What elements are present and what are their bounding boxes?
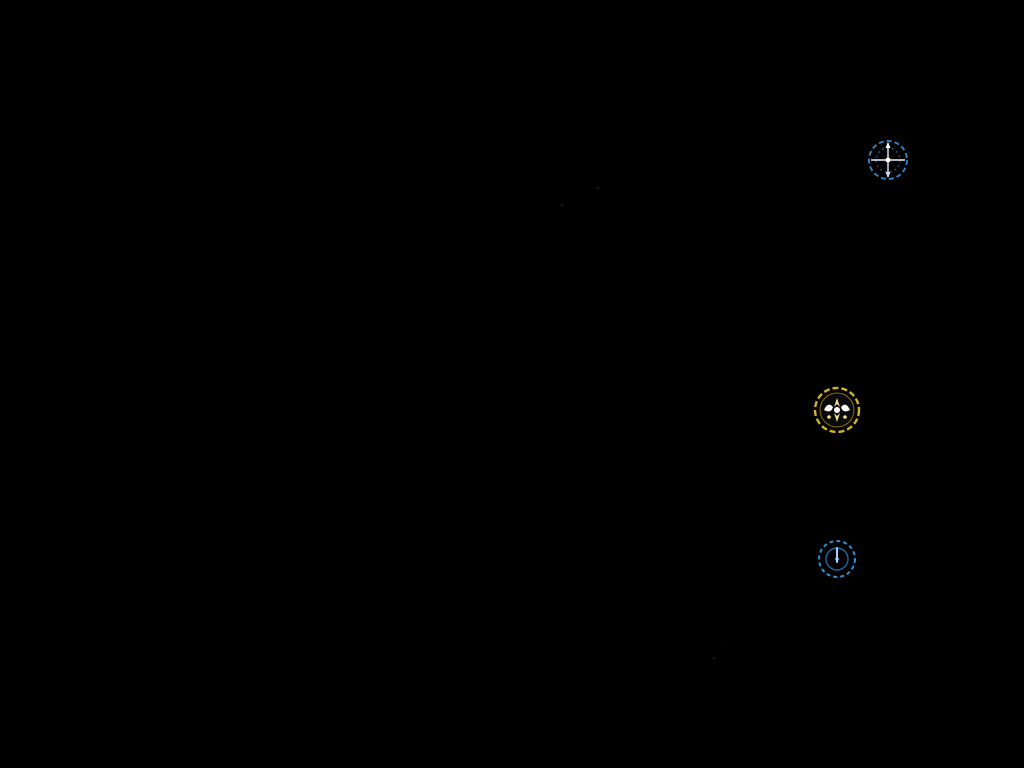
star-speck [713, 657, 715, 659]
star-speck [721, 644, 722, 645]
power-dial-button[interactable] [813, 535, 861, 583]
compass-button[interactable] [864, 136, 912, 184]
star-speck [597, 187, 599, 189]
gold-emblem-icon [813, 386, 861, 434]
star-speck [561, 204, 563, 206]
compass-crosshair-icon [868, 140, 908, 180]
emblem-button[interactable] [809, 383, 865, 437]
power-dial-icon [818, 540, 856, 578]
